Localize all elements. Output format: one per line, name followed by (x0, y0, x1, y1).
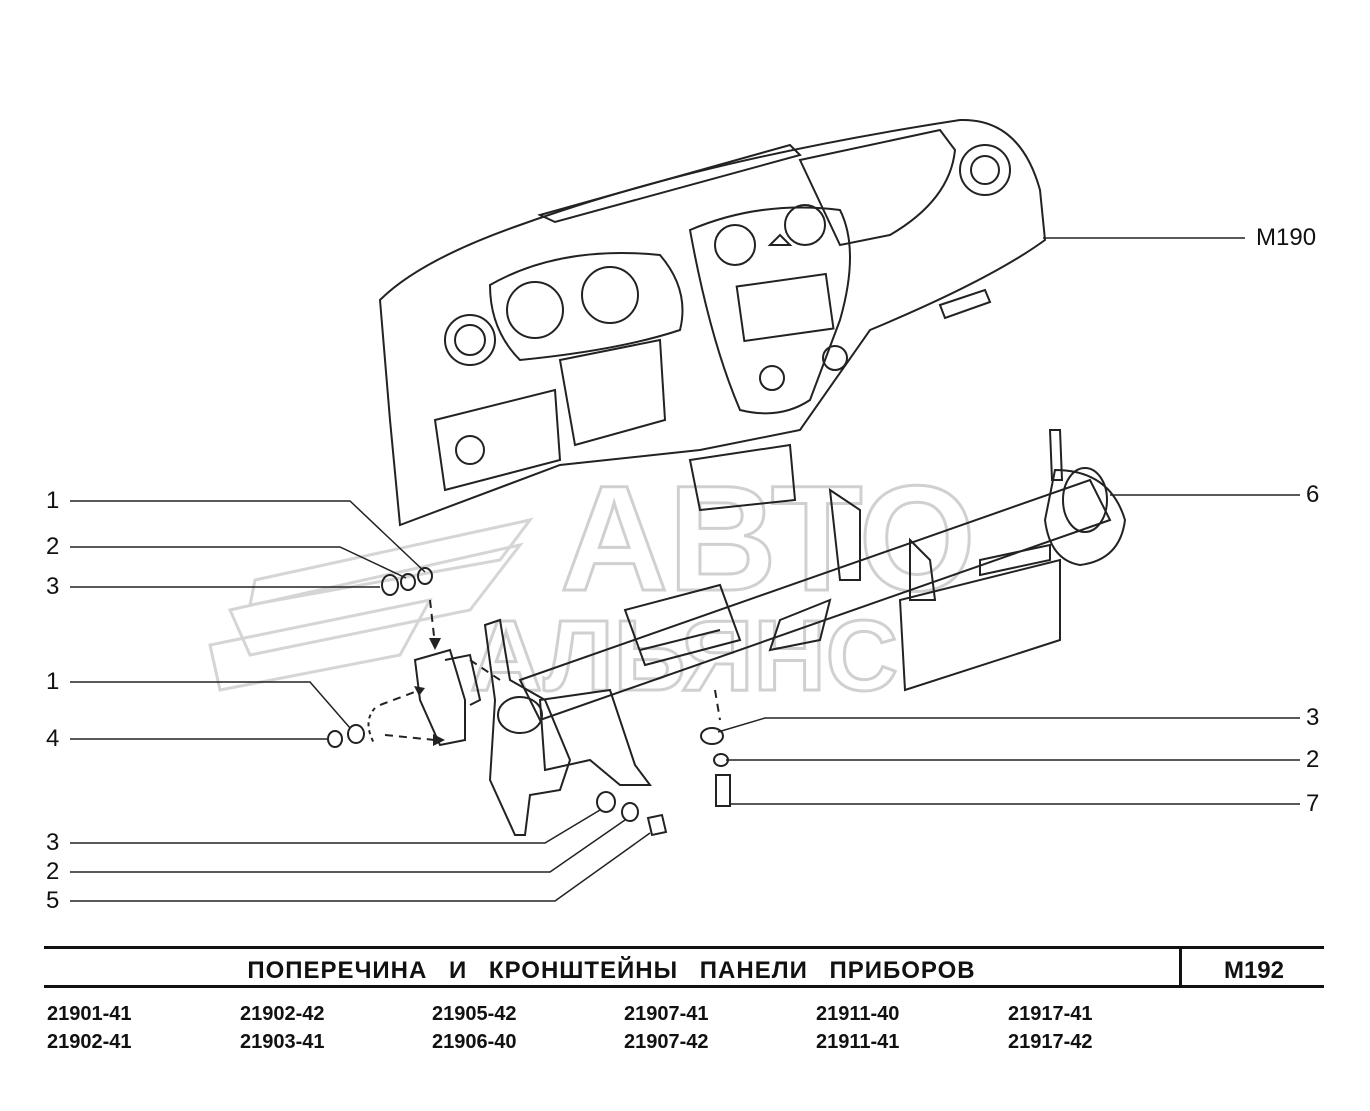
callout-2-right: 2 (1306, 746, 1320, 773)
callout-6: 6 (1306, 481, 1320, 508)
callout-1-mid: 1 (46, 668, 60, 695)
title-bar: ПОПЕРЕЧИНА И КРОНШТЕЙНЫ ПАНЕЛИ ПРИБОРОВ … (44, 946, 1324, 988)
fasteners (327, 567, 731, 837)
cross-member-beam (518, 429, 1127, 722)
callout-3-bottom: 3 (46, 829, 60, 856)
callout-2-bottom: 2 (46, 858, 60, 885)
model-code: 21902-41 (47, 1031, 132, 1053)
model-code: 21911-40 (816, 1003, 900, 1025)
callout-1-top: 1 (46, 487, 60, 514)
leader-lines (70, 237, 1300, 902)
model-code: 21905-42 (432, 1003, 517, 1025)
callout-4: 4 (46, 725, 60, 752)
model-code: 21911-41 (816, 1031, 900, 1053)
dashboard-panel (378, 118, 1047, 527)
callout-5: 5 (46, 887, 60, 914)
model-code: 21901-41 (47, 1003, 132, 1025)
callout-2-top: 2 (46, 533, 60, 560)
model-code: 21902-42 (240, 1003, 325, 1025)
callout-7: 7 (1306, 790, 1320, 817)
watermark-text-2: АЛЬЯНС (470, 600, 898, 712)
watermark-text-1: АВТО (560, 454, 976, 622)
title-divider (1179, 946, 1182, 988)
retaining-clip (367, 707, 376, 746)
model-code: 21917-41 (1008, 1003, 1093, 1025)
model-code: 21907-42 (624, 1031, 709, 1053)
page-title: ПОПЕРЕЧИНА И КРОНШТЕЙНЫ ПАНЕЛИ ПРИБОРОВ (247, 957, 976, 984)
parts-diagram: АВТО АЛЬЯНС (70, 118, 1300, 902)
callout-3-top: 3 (46, 573, 60, 600)
model-code: 21907-41 (624, 1003, 709, 1025)
assembly-guides (379, 599, 721, 741)
watermark-logo (208, 517, 534, 692)
callout-m190: M190 (1256, 224, 1317, 251)
steering-bracket (413, 618, 652, 836)
model-code: 21903-41 (240, 1031, 325, 1053)
model-code: 21906-40 (432, 1031, 517, 1053)
arrowheads (414, 638, 445, 746)
model-code: 21917-42 (1008, 1031, 1093, 1053)
callout-3-right: 3 (1306, 704, 1320, 731)
diagram-code: M192 (1223, 957, 1285, 984)
